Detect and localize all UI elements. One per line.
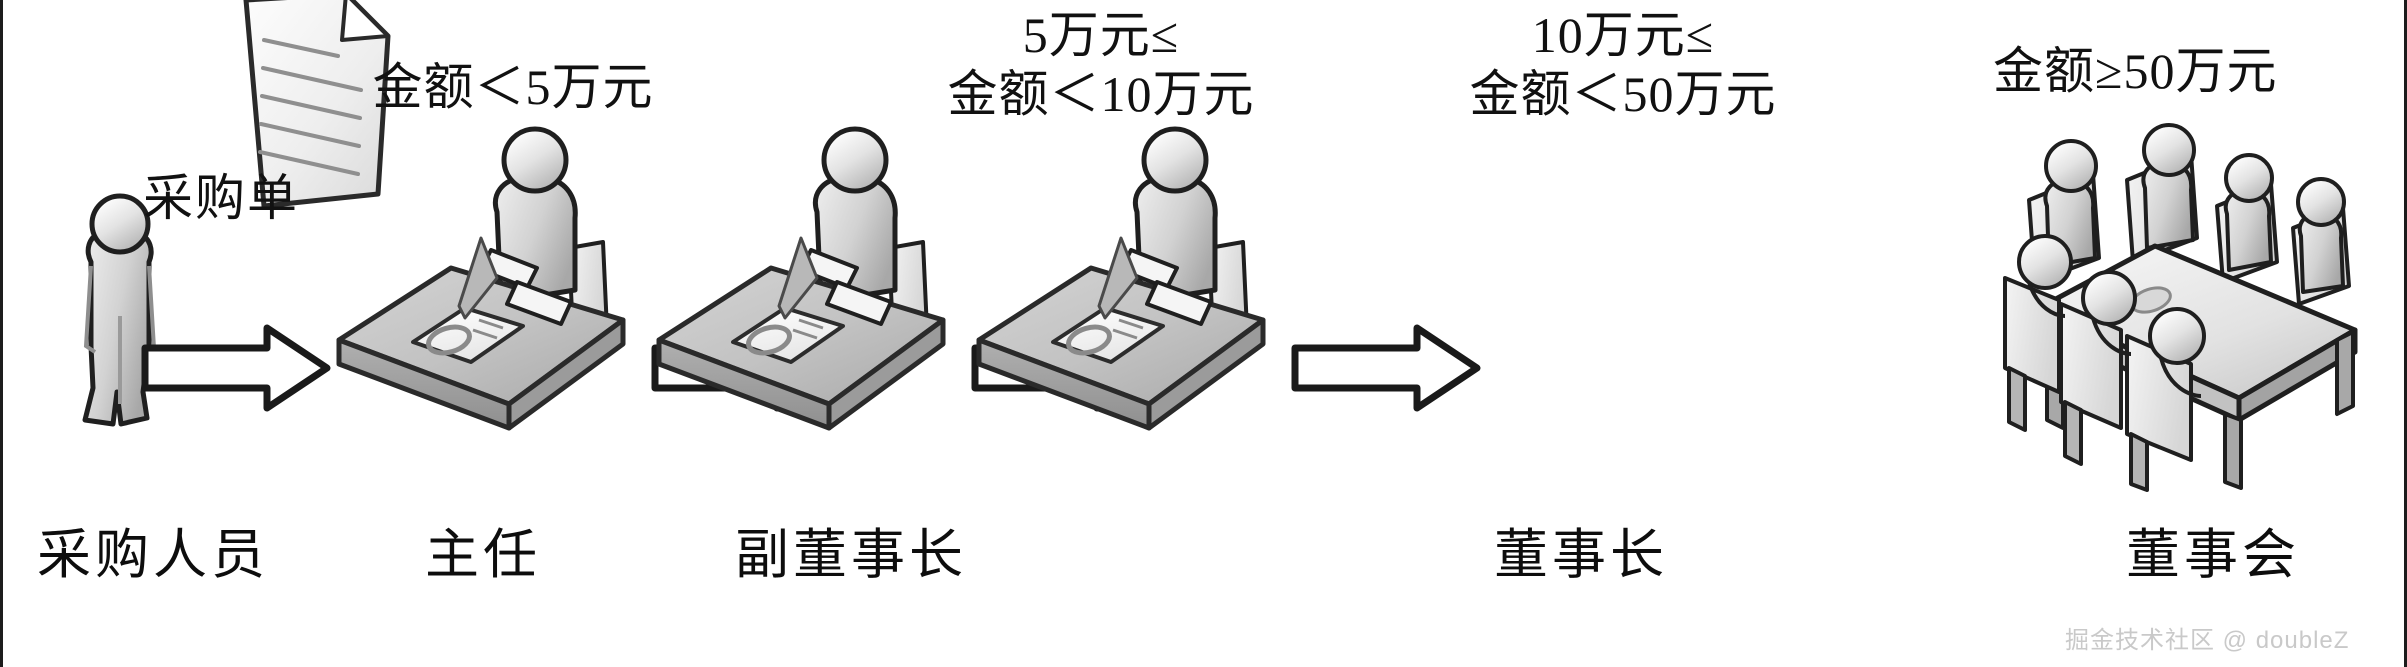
watermark: 掘金技术社区 @ doubleZ <box>2065 627 2350 654</box>
person-at-desk-icon-vice-chairman <box>651 120 951 450</box>
role-label-vice-chairman: 副董事长 <box>735 525 967 585</box>
role-label-board: 董事会 <box>2126 525 2300 585</box>
condition-vice-chairman: 5万元≤ 金额＜10万元 <box>947 7 1255 122</box>
board-meeting-table-icon <box>2003 123 2383 492</box>
arrow-1 <box>141 322 331 414</box>
person-at-desk-icon-chairman <box>971 120 1271 450</box>
arrow-4 <box>1291 322 1481 414</box>
role-label-director: 主任 <box>425 525 541 585</box>
condition-chairman: 10万元≤ 金额＜50万元 <box>1469 7 1777 122</box>
role-label-requester: 采购人员 <box>37 525 269 585</box>
condition-director: 金额＜5万元 <box>372 59 654 115</box>
role-label-chairman: 董事长 <box>1494 525 1668 585</box>
condition-board: 金额≥50万元 <box>1993 43 2278 99</box>
flow-label-purchase-order: 采购单 <box>143 170 299 226</box>
person-at-desk-icon-director <box>331 120 631 450</box>
purchase-order-document-icon <box>228 0 428 219</box>
